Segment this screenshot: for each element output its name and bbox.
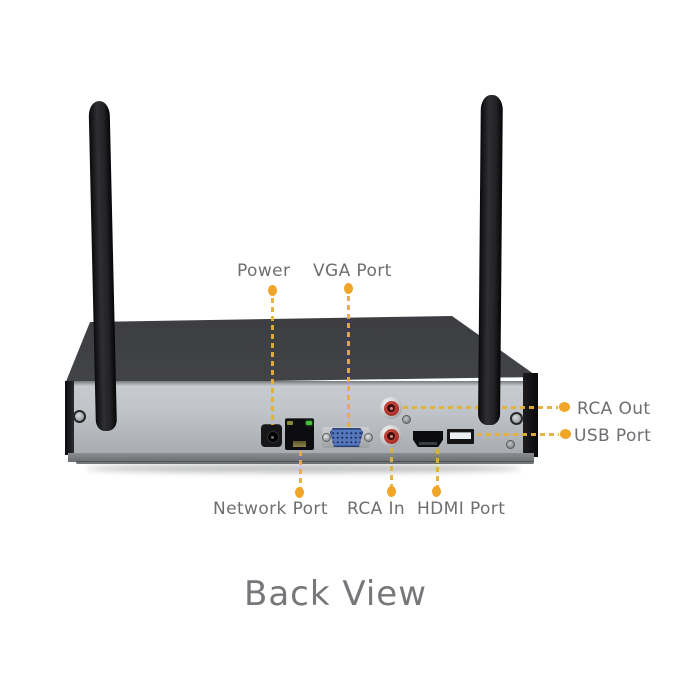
rca-in-callout-dot (387, 486, 396, 497)
device-right-edge (523, 373, 538, 457)
vga-connector (330, 428, 363, 447)
rca-in-pin (389, 434, 393, 438)
power-callout-dot (268, 285, 277, 296)
panel-screw-bottom-right (506, 440, 515, 449)
power-leader-line (271, 298, 274, 425)
rca-out-jack (380, 397, 402, 419)
rca-in-red-ring (383, 428, 399, 444)
usb-callout-dot (560, 429, 571, 439)
vga-callout-dot (344, 283, 353, 294)
network-leader-line (299, 451, 302, 488)
ethernet-port (285, 418, 314, 450)
vga-port-label: VGA Port (313, 261, 392, 281)
rca-in-label: RCA In (347, 499, 406, 519)
vga-leader-line (347, 296, 350, 427)
hdmi-port-label: HDMI Port (417, 499, 506, 519)
usb-leader-line (477, 433, 559, 436)
panel-screw-left (73, 410, 86, 423)
usb-port-label: USB Port (574, 426, 652, 446)
vga-screw-right (364, 433, 373, 442)
device-drop-shadow (85, 464, 521, 473)
rca-in-leader-line (390, 448, 393, 487)
ethernet-contacts (293, 441, 306, 447)
rca-out-hole (387, 404, 395, 412)
usb-port (447, 429, 474, 444)
rca-out-red-ring (383, 400, 399, 416)
hdmi-callout-dot (432, 486, 441, 497)
right-antenna (478, 94, 503, 426)
hdmi-port (413, 431, 443, 447)
rca-in-hole (387, 432, 395, 440)
power-jack-hole (266, 431, 279, 443)
rca-in-jack (380, 425, 402, 447)
panel-screw-right (510, 412, 523, 425)
vga-port (322, 427, 370, 448)
device-left-edge (65, 381, 74, 455)
power-label: Power (237, 261, 291, 281)
usb-tab (450, 431, 471, 439)
rca-out-callout-dot (559, 402, 570, 412)
power-jack-pin (271, 435, 274, 439)
panel-screw-center (402, 415, 411, 424)
power-jack-port (261, 424, 282, 447)
caption: Back View (244, 574, 428, 614)
rca-out-pin (389, 406, 393, 410)
network-callout-dot (295, 487, 304, 498)
ethernet-led-right (306, 421, 312, 425)
device-bottom-edge (76, 461, 534, 464)
network-port-label: Network Port (213, 499, 328, 519)
vga-screw-left (322, 433, 331, 442)
hdmi-leader-line (436, 449, 439, 487)
ethernet-led-left (287, 421, 293, 425)
rca-out-label: RCA Out (577, 399, 651, 419)
